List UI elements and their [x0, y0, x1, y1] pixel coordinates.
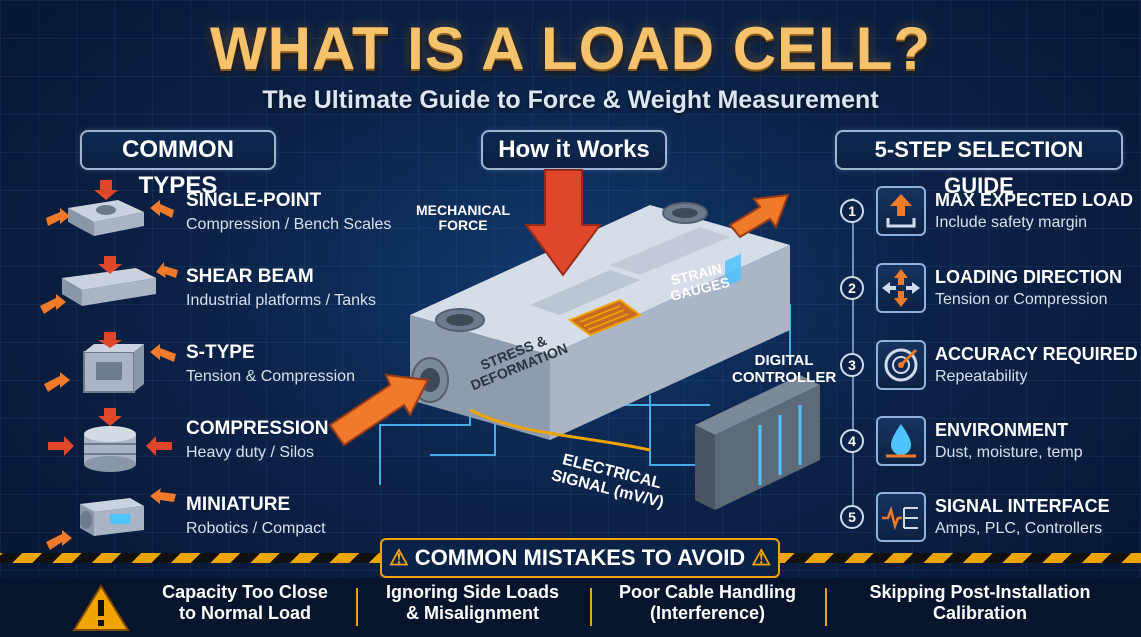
s-type-load-cell-icon [40, 332, 180, 402]
step-number: 1 [840, 199, 864, 223]
type-name: MINIATURE [186, 494, 291, 515]
mistakes-bar [0, 578, 1141, 637]
mistake-separator [825, 588, 827, 626]
type-item-compression: COMPRESSION Heavy duty / Silos [40, 408, 410, 478]
page-subtitle: The Ultimate Guide to Force & Weight Mea… [262, 86, 879, 114]
step-title: ACCURACY REQUIRED [935, 344, 1138, 364]
warning-icon: ⚠ [388, 545, 415, 570]
type-name: SINGLE-POINT [186, 190, 322, 211]
mistakes-header-label: COMMON MISTAKES TO AVOID [414, 545, 746, 570]
type-desc: Industrial platforms / Tanks [186, 292, 377, 309]
step-3: 3 ACCURACY REQUIRED Repeatability [840, 338, 1140, 400]
compression-load-cell-icon [40, 408, 180, 478]
mistake-item: Skipping Post-Installation Calibration [869, 582, 1091, 624]
mistake-item: Poor Cable Handling (Interference) [618, 582, 796, 624]
type-desc: Heavy duty / Silos [186, 444, 315, 461]
mistake-separator [590, 588, 592, 626]
step-desc: Repeatability [935, 368, 1028, 385]
step-desc: Dust, moisture, temp [935, 444, 1083, 461]
load-cell-diagram: MECHANICAL FORCE STRAIN GAUGES STRESS & … [320, 165, 840, 540]
step-1: 1 MAX EXPECTED LOAD Include safety margi… [840, 184, 1140, 246]
mistakes-header: ⚠ COMMON MISTAKES TO AVOID ⚠ [380, 538, 780, 578]
step-number: 2 [840, 276, 864, 300]
type-name: SHEAR BEAM [186, 266, 314, 287]
type-name: S-TYPE [186, 342, 255, 363]
max-load-icon [876, 186, 926, 236]
type-desc: Robotics / Compact [186, 520, 326, 537]
warning-icon [70, 582, 132, 634]
step-number: 5 [840, 505, 864, 529]
step-5: 5 SIGNAL INTERFACE Amps, PLC, Controller… [840, 490, 1140, 552]
step-desc: Amps, PLC, Controllers [935, 520, 1103, 537]
signal-interface-icon [876, 492, 926, 542]
digital-controller-label: DIGITAL CONTROLLER [732, 352, 837, 386]
mistake-item: Capacity Too Close to Normal Load [162, 582, 328, 624]
type-item-s-type: S-TYPE Tension & Compression [40, 332, 410, 402]
step-4: 4 ENVIRONMENT Dust, moisture, temp [840, 414, 1140, 476]
type-item-miniature: MINIATURE Robotics / Compact [40, 484, 410, 554]
loading-direction-icon [876, 263, 926, 313]
type-item-single-point: SINGLE-POINT Compression / Bench Scales [40, 180, 410, 250]
step-title: LOADING DIRECTION [935, 267, 1122, 287]
common-types-header: COMMON TYPES [80, 130, 276, 199]
digital-controller-icon [695, 253, 820, 510]
step-desc: Include safety margin [935, 214, 1088, 231]
how-it-works-header: How it Works [481, 130, 667, 170]
step-title: MAX EXPECTED LOAD [935, 190, 1134, 210]
step-number: 4 [840, 429, 864, 453]
water-drop-icon [876, 416, 926, 466]
step-number: 3 [840, 353, 864, 377]
type-item-shear-beam: SHEAR BEAM Industrial platforms / Tanks [40, 256, 410, 326]
shear-beam-load-cell-icon [40, 256, 180, 326]
selection-guide-header: 5-STEP SELECTION GUIDE [835, 130, 1123, 198]
type-desc: Tension & Compression [186, 368, 355, 385]
miniature-load-cell-icon [40, 484, 180, 554]
step-title: SIGNAL INTERFACE [935, 496, 1110, 516]
mechanical-force-label: MECHANICAL FORCE [416, 202, 511, 234]
step-2: 2 LOADING DIRECTION Tension or Compressi… [840, 261, 1140, 323]
type-name: COMPRESSION [186, 418, 329, 439]
accuracy-target-icon [876, 340, 926, 390]
step-desc: Tension or Compression [935, 291, 1108, 308]
page-title: WHAT IS A LOAD CELL? [209, 15, 931, 82]
type-desc: Compression / Bench Scales [186, 216, 392, 233]
step-title: ENVIRONMENT [935, 420, 1069, 440]
warning-icon: ⚠ [745, 545, 772, 570]
mistake-item: Ignoring Side Loads & Misalignment [385, 582, 559, 624]
mistake-separator [356, 588, 358, 626]
load-cell-illustration [328, 169, 820, 510]
single-point-load-cell-icon [40, 180, 180, 250]
